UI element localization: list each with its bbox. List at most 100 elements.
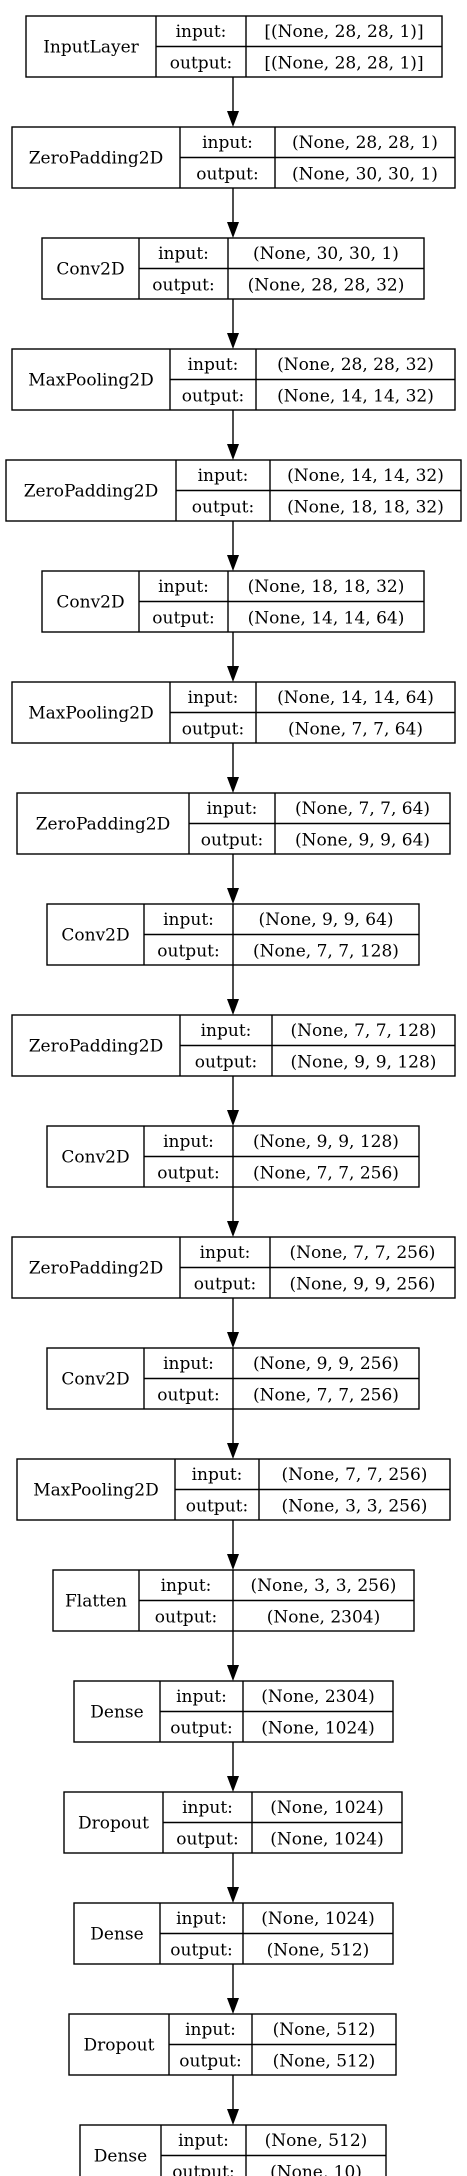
arrow-head-icon	[227, 1776, 239, 1792]
output-label: output:	[157, 1164, 219, 1184]
arrow-head-icon	[227, 666, 239, 682]
input-shape: (None, 28, 28, 1)	[292, 133, 438, 153]
layer-node: Dense input: output: (None, 512) (None, 10)	[79, 2124, 387, 2176]
arrow-head-icon	[227, 999, 239, 1015]
layer-name: Dropout	[78, 1814, 149, 1834]
output-label: output:	[186, 1497, 248, 1517]
input-shape: (None, 512)	[265, 2131, 368, 2151]
arrow-head-icon	[227, 1443, 239, 1459]
arrow-head-icon	[227, 2109, 239, 2125]
output-shape: (None, 7, 7, 128)	[253, 942, 399, 962]
arrow-head-icon	[227, 1110, 239, 1126]
input-label: input:	[176, 1909, 227, 1929]
input-label: input:	[176, 1687, 227, 1707]
connection-arrow	[227, 410, 239, 460]
input-shape: (None, 512)	[273, 2020, 376, 2040]
input-shape: [(None, 28, 28, 1)]	[264, 22, 423, 42]
input-shape: (None, 30, 30, 1)	[253, 244, 399, 264]
output-label: output:	[192, 498, 254, 518]
layer-name: InputLayer	[43, 38, 139, 58]
input-label: input:	[176, 22, 227, 42]
layer-name: MaxPooling2D	[28, 704, 154, 724]
input-label: input:	[158, 244, 209, 264]
input-shape: (None, 7, 7, 256)	[282, 1465, 428, 1485]
input-shape: (None, 1024)	[261, 1909, 374, 1929]
output-label: output:	[170, 1941, 232, 1961]
output-label: output:	[176, 1830, 238, 1850]
arrow-head-icon	[227, 333, 239, 349]
input-label: input:	[188, 688, 239, 708]
connection-arrow	[227, 521, 239, 571]
arrow-head-icon	[227, 1887, 239, 1903]
output-shape: (None, 18, 18, 32)	[287, 498, 444, 518]
arrow-head-icon	[227, 222, 239, 238]
output-label: output:	[157, 942, 219, 962]
output-shape: (None, 10)	[270, 2163, 362, 2176]
output-shape: (None, 30, 30, 1)	[292, 165, 438, 185]
layer-name: Conv2D	[56, 260, 124, 280]
output-shape: (None, 9, 9, 64)	[295, 831, 430, 851]
output-label: output:	[172, 2163, 234, 2176]
input-label: input:	[178, 2131, 229, 2151]
connection-arrow	[227, 965, 239, 1015]
layer-name: Dense	[90, 1925, 143, 1945]
layer-node: MaxPooling2D input: output: (None, 7, 7, 25…	[16, 1458, 451, 1521]
layer-name: Conv2D	[61, 1148, 129, 1168]
output-shape: (None, 7, 7, 256)	[253, 1164, 399, 1184]
input-label: input:	[163, 1354, 214, 1374]
output-shape: (None, 7, 7, 256)	[253, 1386, 399, 1406]
output-label: output:	[179, 2052, 241, 2072]
input-shape: (None, 18, 18, 32)	[248, 577, 405, 597]
layer-name: Dense	[90, 1703, 143, 1723]
connection-arrow	[227, 1631, 239, 1681]
connection-arrow	[227, 854, 239, 904]
layer-name: ZeroPadding2D	[29, 149, 164, 169]
arrow-head-icon	[227, 444, 239, 460]
connection-arrow	[227, 743, 239, 793]
output-label: output:	[152, 609, 214, 629]
input-label: input:	[201, 1021, 252, 1041]
output-label: output:	[194, 1275, 256, 1295]
input-shape: (None, 9, 9, 64)	[258, 910, 393, 930]
arrow-head-icon	[227, 555, 239, 571]
output-shape: (None, 14, 14, 32)	[277, 387, 434, 407]
output-shape: (None, 1024)	[261, 1719, 374, 1739]
arrow-head-icon	[227, 1221, 239, 1237]
input-label: input:	[163, 910, 214, 930]
layer-name: ZeroPadding2D	[36, 815, 171, 835]
output-label: output:	[182, 720, 244, 740]
input-label: input:	[185, 2020, 236, 2040]
layer-name: Dense	[94, 2147, 147, 2167]
output-shape: (None, 28, 28, 32)	[248, 276, 405, 296]
connection-arrow	[227, 1409, 239, 1459]
output-label: output:	[196, 165, 258, 185]
layer-name: Dropout	[84, 2036, 155, 2056]
connection-arrow	[227, 1298, 239, 1348]
connection-arrow	[227, 2075, 239, 2125]
layer-name: MaxPooling2D	[33, 1481, 159, 1501]
output-label: output:	[152, 276, 214, 296]
input-label: input:	[182, 1798, 233, 1818]
connection-arrow	[227, 1742, 239, 1792]
input-shape: (None, 7, 7, 256)	[290, 1243, 436, 1263]
input-label: input:	[192, 1465, 243, 1485]
output-label: output:	[170, 1719, 232, 1739]
input-shape: (None, 3, 3, 256)	[251, 1576, 397, 1596]
output-label: output:	[170, 54, 232, 74]
arrow-head-icon	[227, 1554, 239, 1570]
arrow-head-icon	[227, 1332, 239, 1348]
input-label: input:	[202, 133, 253, 153]
layer-node: ZeroPadding2D input: output: (None, 28, 28,…	[11, 126, 456, 189]
input-label: input:	[200, 1243, 251, 1263]
connection-arrow	[227, 188, 239, 238]
connection-arrow	[227, 1076, 239, 1126]
